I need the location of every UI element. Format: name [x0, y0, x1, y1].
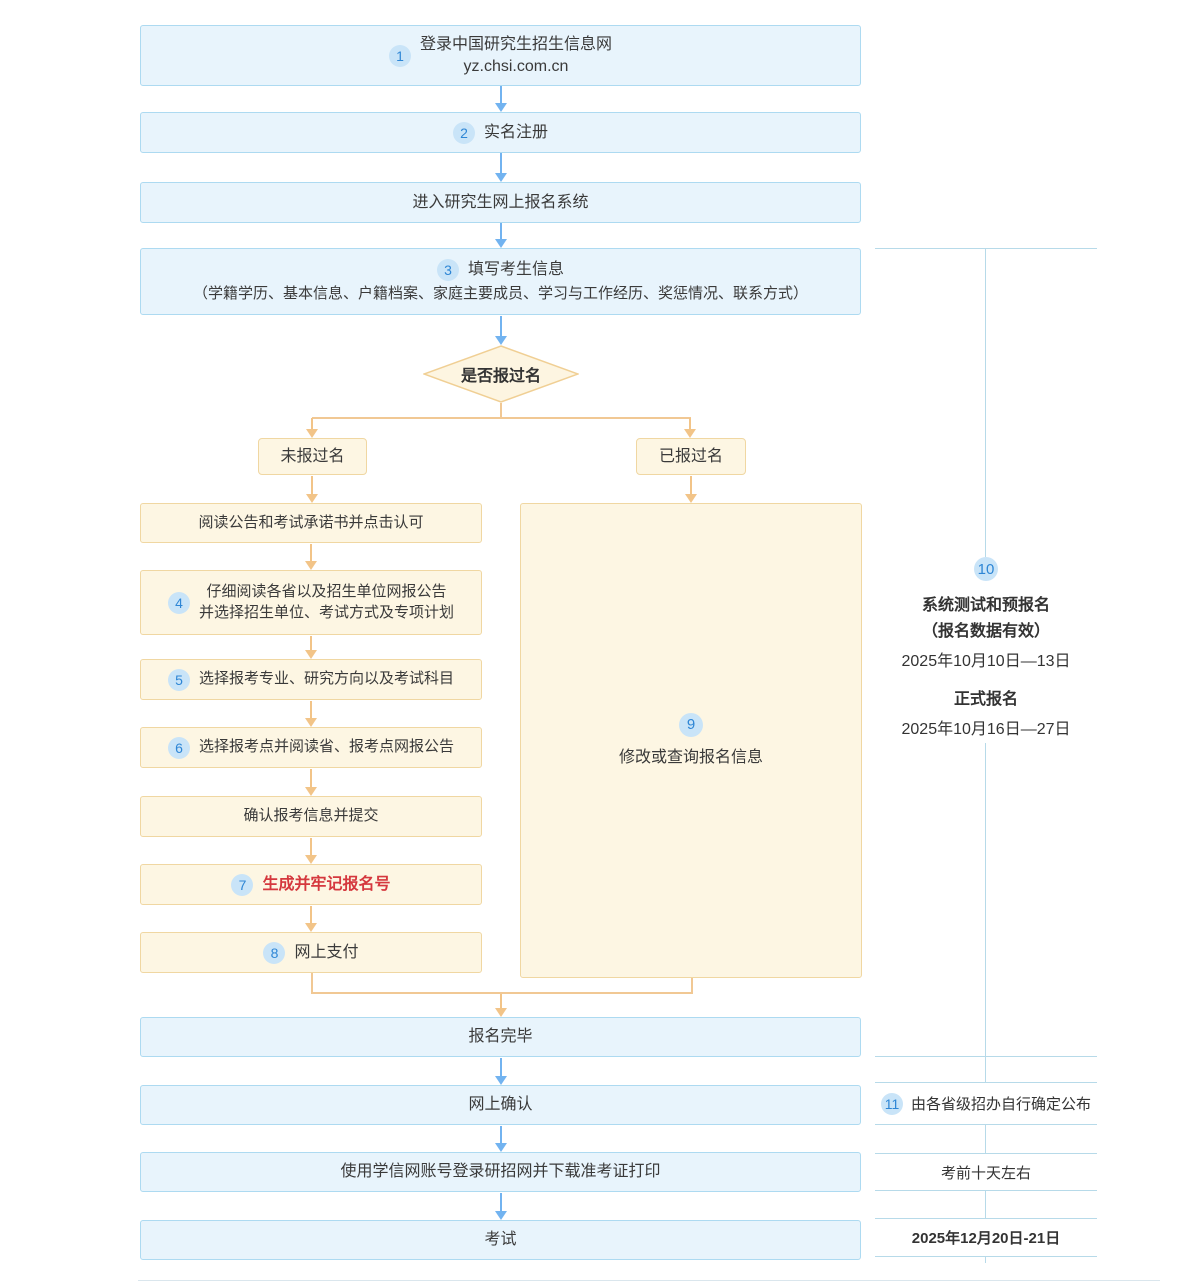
down-arrow — [494, 153, 508, 182]
step-download-ticket-box: 使用学信网账号登录研招网并下载准考证打印 — [140, 1152, 861, 1192]
step-enter-system-box: 进入研究生网上报名系统 — [140, 182, 861, 223]
down-arrow — [304, 906, 318, 932]
down-arrow — [683, 418, 697, 438]
down-arrow — [684, 476, 698, 503]
registration-number-label: 生成并牢记报名号 — [262, 875, 391, 893]
connector-line — [500, 403, 502, 418]
step-number-badge: 5 — [167, 668, 190, 691]
pre-registration-dates: 2025年10月10日—13日 — [901, 653, 1071, 670]
timeline-bracket-line — [985, 1191, 986, 1218]
timeline-note-download: 考前十天左右 — [875, 1153, 1097, 1191]
step-online-payment-box: 8 网上支付 — [140, 932, 482, 973]
pre-registration-title: 系统测试和预报名 — [921, 597, 1050, 614]
step-number-badge: 1 — [388, 44, 411, 67]
branch-registered-label: 已报过名 — [636, 438, 746, 475]
decision-label: 是否报过名 — [460, 368, 541, 385]
step-choose-site-box: 6 选择报考点并阅读省、报考点网报公告 — [140, 727, 482, 768]
down-arrow — [494, 1193, 508, 1220]
down-arrow — [494, 1058, 508, 1085]
step-number-badge: 9 — [678, 712, 703, 737]
step-read-notice-box: 阅读公告和考试承诺书并点击认可 — [140, 503, 482, 543]
down-arrow — [304, 701, 318, 727]
step-exam-box: 考试 — [140, 1220, 861, 1260]
step-registration-done-box: 报名完毕 — [140, 1017, 861, 1057]
exam-dates-note: 2025年12月20日-21日 — [911, 1230, 1061, 1247]
down-arrow — [494, 316, 508, 345]
down-arrow — [304, 769, 318, 796]
step-number-badge: 2 — [452, 121, 475, 144]
step-login-label: 登录中国研究生招生信息网 — [419, 35, 612, 53]
step-choose-major-box: 5 选择报考专业、研究方向以及考试科目 — [140, 659, 482, 700]
step-number-badge: 7 — [231, 873, 254, 896]
step-modify-query-box: 9 修改或查询报名信息 — [520, 503, 862, 978]
step-login-box: 1 登录中国研究生招生信息网 yz.chsi.com.cn — [140, 25, 861, 86]
timeline-note-exam-dates: 2025年12月20日-21日 — [875, 1218, 1097, 1257]
step-number-badge: 11 — [880, 1092, 903, 1115]
down-arrow — [304, 544, 318, 570]
down-arrow — [494, 1126, 508, 1152]
timeline-bracket-line — [985, 1257, 986, 1263]
official-registration-title: 正式报名 — [953, 691, 1018, 708]
step-fill-info-label: 填写考生信息 — [467, 261, 564, 279]
modify-query-label: 修改或查询报名信息 — [618, 748, 763, 766]
decision-diamond: 是否报过名 — [423, 345, 579, 403]
connector-line — [311, 992, 693, 994]
step-number-badge: 8 — [263, 941, 286, 964]
down-arrow — [494, 994, 508, 1017]
timeline-bracket-line — [985, 248, 986, 560]
down-arrow — [305, 418, 319, 438]
step-login-url: yz.chsi.com.cn — [463, 57, 569, 75]
timeline-bracket-line — [985, 743, 986, 1056]
branch-not-registered-label: 未报过名 — [258, 438, 367, 475]
connector-line — [691, 978, 693, 994]
step-number-badge: 10 — [974, 557, 998, 581]
step-fill-info-box: 3 填写考生信息 （学籍学历、基本信息、户籍档案、家庭主要成员、学习与工作经历、… — [140, 248, 861, 315]
down-arrow — [304, 838, 318, 864]
down-arrow — [305, 476, 319, 503]
step-number-badge: 6 — [167, 736, 190, 759]
timeline-bracket-line — [985, 1057, 986, 1082]
step-enter-system-label: 进入研究生网上报名系统 — [412, 193, 589, 211]
step-fill-info-detail: （学籍学历、基本信息、户籍档案、家庭主要成员、学习与工作经历、奖惩情况、联系方式… — [192, 284, 808, 302]
step-online-confirm-box: 网上确认 — [140, 1085, 861, 1125]
timeline-bracket-line — [985, 1125, 986, 1153]
down-arrow — [494, 86, 508, 112]
online-confirm-note: 由各省级招办自行确定公布 — [910, 1096, 1091, 1113]
step-registration-number-box: 7 生成并牢记报名号 — [140, 864, 482, 905]
timeline-bracket-line — [875, 248, 1097, 249]
timeline-note-online-confirm: 11 由各省级招办自行确定公布 — [875, 1082, 1097, 1125]
connector-line — [312, 417, 691, 419]
pre-registration-subtitle: （报名数据有效） — [921, 623, 1050, 640]
step-number-badge: 4 — [167, 591, 190, 614]
page-bottom-divider — [138, 1280, 1160, 1281]
down-arrow — [304, 636, 318, 659]
step-number-badge: 3 — [436, 258, 459, 281]
official-registration-dates: 2025年10月16日—27日 — [901, 721, 1071, 738]
timeline-bracket-line — [875, 1056, 1097, 1057]
timeline-note-registration-dates: 10 系统测试和预报名 （报名数据有效） 2025年10月10日—13日 正式报… — [875, 557, 1097, 743]
step-register-box: 2 实名注册 — [140, 112, 861, 153]
download-note: 考前十天左右 — [940, 1164, 1031, 1182]
step-register-label: 实名注册 — [483, 123, 548, 141]
step-read-announcements-box: 4 仔细阅读各省以及招生单位网报公告 并选择招生单位、考试方式及专项计划 — [140, 570, 482, 635]
down-arrow — [494, 223, 508, 248]
step-confirm-submit-box: 确认报考信息并提交 — [140, 796, 482, 837]
connector-line — [311, 973, 313, 994]
